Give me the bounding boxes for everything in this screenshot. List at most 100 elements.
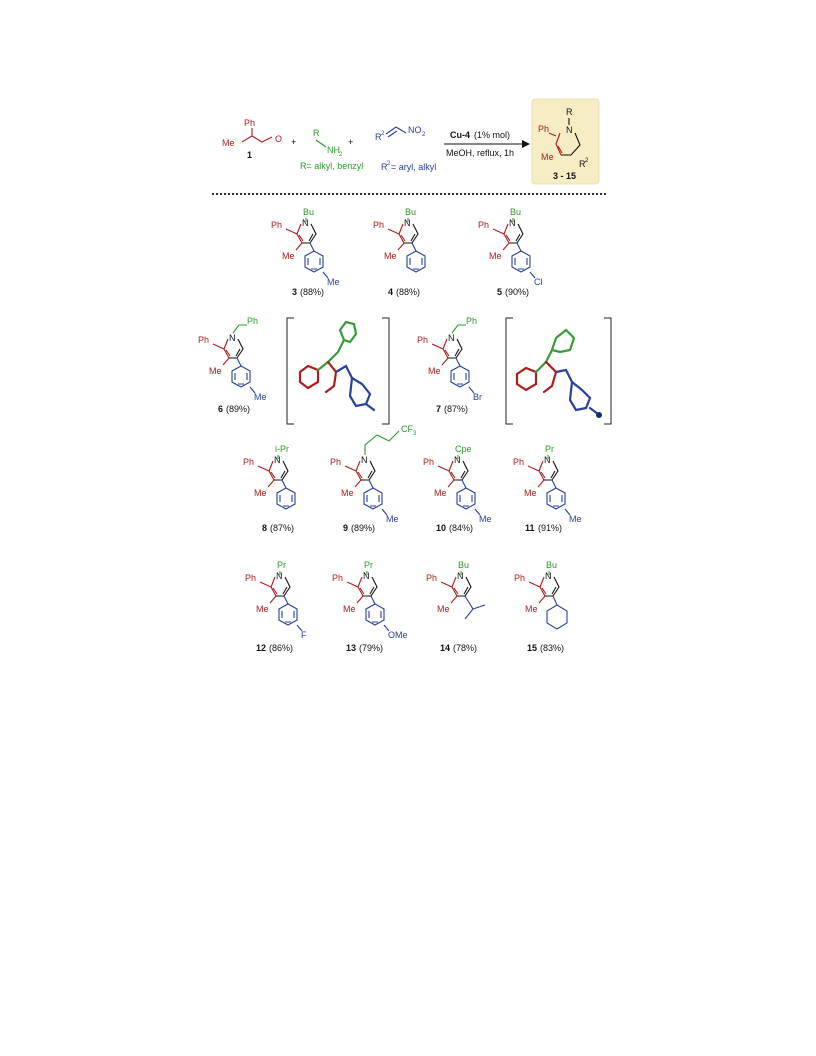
- aryl-ring: [546, 487, 566, 510]
- n-substituent: Ph: [247, 316, 258, 326]
- compound-yield: (79%): [359, 643, 383, 653]
- pyrrole-ph: Ph: [332, 573, 343, 583]
- pyrrole-n: N: [274, 455, 281, 465]
- pyrrole-me: Me: [384, 251, 397, 261]
- aryl-ring: [456, 487, 476, 510]
- compound-label: 12(86%): [256, 643, 293, 653]
- pyrrole-ph: Ph: [198, 335, 209, 345]
- compound-label: 13(79%): [346, 643, 383, 653]
- pyrrole-ph: Ph: [330, 457, 341, 467]
- pyrrole-ph: Ph: [478, 220, 489, 230]
- compound-number: 10: [436, 523, 446, 533]
- pyrrole-ph: Ph: [373, 220, 384, 230]
- compound-yield: (83%): [540, 643, 564, 653]
- pyrrole-n: N: [302, 218, 309, 228]
- reaction-arrow: Cu-4 (1% mol) MeOH, reflux, 1h: [444, 130, 530, 158]
- n-substituent-cf-sub: 3: [413, 431, 417, 437]
- catalyst-name: Cu-4: [450, 130, 470, 140]
- plus-sign-2: +: [348, 137, 353, 147]
- nitroalkene-r2-def-sup: 2: [387, 161, 391, 167]
- n-substituent: Pr: [545, 444, 554, 454]
- compound-label: 15(83%): [527, 643, 564, 653]
- compound-number: 12: [256, 643, 266, 653]
- aryl-substituent: Me: [254, 392, 267, 402]
- aryl-substituent: Me: [479, 514, 492, 524]
- pyrrole-me: Me: [525, 604, 538, 614]
- compound-grid: NPhMeBuMe3(88%)NPhMeBu4(88%)NPhMeBuCl5(9…: [198, 207, 582, 653]
- amine-r: R: [313, 128, 320, 138]
- aryl-ring: [304, 250, 324, 273]
- aryl-ring: [231, 365, 251, 388]
- n-substituent-cf: CF: [401, 424, 413, 434]
- pyrrole-n: N: [363, 571, 370, 581]
- compound-yield: (89%): [351, 523, 375, 533]
- compound-label: 10(84%): [436, 523, 473, 533]
- n-substituent: Pr: [364, 560, 373, 570]
- pyrrole-me: Me: [282, 251, 295, 261]
- nitroalkene-no: NO: [408, 125, 422, 135]
- compound-yield: (87%): [270, 523, 294, 533]
- n-substituent: Bu: [303, 207, 314, 217]
- compound-yield: (78%): [453, 643, 477, 653]
- compound-yield: (84%): [449, 523, 473, 533]
- aryl-substituent: Cl: [534, 277, 543, 287]
- compound-yield: (86%): [269, 643, 293, 653]
- n-substituent: Cpe: [455, 444, 472, 454]
- compound-yield: (88%): [396, 287, 420, 297]
- n-substituent: Bu: [458, 560, 469, 570]
- nitroalkene-r2: R: [375, 132, 382, 142]
- nitroalkene-r2-def-text: = aryl, alkyl: [391, 162, 436, 172]
- product-box: R N Ph Me R 2 3 - 15: [531, 98, 600, 185]
- amine-reagent: R NH 2 R= alkyl, benzyl: [300, 128, 363, 171]
- xray-structure-7: [505, 317, 612, 425]
- nitroalkene-r2-def: R: [381, 162, 388, 172]
- aryl-substituent: OMe: [388, 630, 408, 640]
- aldehyde-ph: Ph: [244, 118, 255, 128]
- pyrrole-n: N: [457, 571, 464, 581]
- aryl-substituent: Me: [569, 514, 582, 524]
- compound-number: 6: [218, 404, 223, 414]
- compound-number: 11: [525, 523, 535, 533]
- pyrrole-ph: Ph: [426, 573, 437, 583]
- product-r2-sup: 2: [585, 158, 589, 164]
- pyrrole-n: N: [404, 218, 411, 228]
- pyrrole-ph: Ph: [271, 220, 282, 230]
- compound-label: 8(87%): [262, 523, 294, 533]
- aryl-ring: [450, 365, 470, 388]
- nitroalkene-no-sub: 2: [422, 132, 426, 138]
- pyrrole-me: Me: [209, 366, 222, 376]
- xray-structure-6: [286, 317, 390, 425]
- nitroalkene-r2-sup: 2: [381, 131, 385, 137]
- pyrrole-ph: Ph: [423, 457, 434, 467]
- product-n: N: [566, 125, 573, 135]
- nitroalkene-bonds: [385, 126, 407, 138]
- compound-yield: (90%): [505, 287, 529, 297]
- compound-label: 9(89%): [343, 523, 375, 533]
- compound-number: 13: [346, 643, 356, 653]
- pyrrole-n: N: [361, 455, 368, 465]
- compound-label: 14(78%): [440, 643, 477, 653]
- pyrrole-me: Me: [343, 604, 356, 614]
- compound-number: 4: [388, 287, 393, 297]
- pyrrole-n: N: [448, 333, 455, 343]
- n-substituent: Bu: [405, 207, 416, 217]
- pyrrole-ph: Ph: [417, 335, 428, 345]
- compound-label: 3(88%): [292, 287, 324, 297]
- aldehyde-me: Me: [222, 138, 235, 148]
- pyrrole-n: N: [276, 571, 283, 581]
- aryl-ring: [276, 487, 296, 510]
- amine-nh-sub: 2: [339, 152, 343, 158]
- compound-yield: (88%): [300, 287, 324, 297]
- compound-yield: (91%): [538, 523, 562, 533]
- compound-number: 9: [343, 523, 348, 533]
- pyrrole-ph: Ph: [243, 457, 254, 467]
- aldehyde-bonds: [241, 128, 273, 143]
- catalyst-loading: (1% mol): [474, 130, 510, 140]
